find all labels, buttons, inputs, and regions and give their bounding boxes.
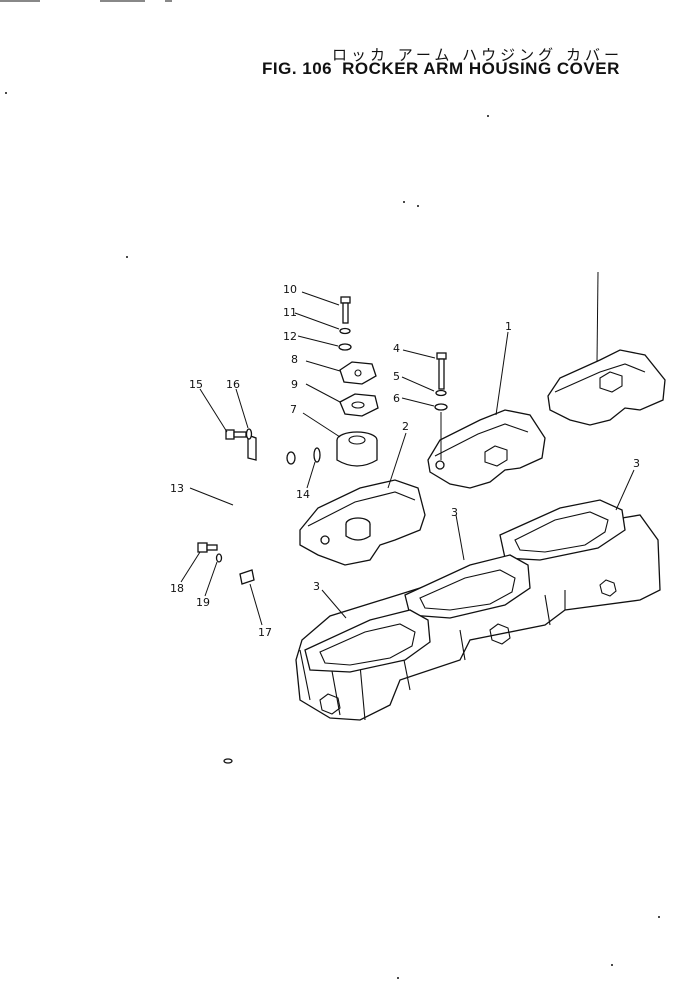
callout-12: 12 <box>283 330 297 343</box>
bolt-4 <box>436 352 447 390</box>
callout-3b: 3 <box>451 506 458 519</box>
washer-11 <box>339 327 351 335</box>
callout-19: 19 <box>196 596 210 609</box>
callout-5: 5 <box>393 370 400 383</box>
clamp-17 <box>239 569 255 585</box>
callout-17: 17 <box>258 626 272 639</box>
tube-bracket <box>247 434 257 461</box>
callout-7: 7 <box>290 403 297 416</box>
callout-16: 16 <box>226 378 240 391</box>
gasket-3-front <box>304 609 431 673</box>
breather-body-7 <box>336 431 378 467</box>
breather-cap-8 <box>339 361 377 385</box>
callout-11: 11 <box>283 306 297 319</box>
washer-16 <box>245 428 253 440</box>
rocker-cover-1-rear <box>547 349 666 426</box>
callout-9: 9 <box>291 378 298 391</box>
breather-tube-13 <box>223 451 296 764</box>
washer-19 <box>215 553 223 563</box>
rocker-cover-1-middle <box>427 409 546 489</box>
callout-13: 13 <box>170 482 184 495</box>
callout-6: 6 <box>393 392 400 405</box>
rocker-cover-2-front <box>299 479 426 566</box>
title-english: FIG. 106 ROCKER ARM HOUSING COVER <box>262 59 630 79</box>
callout-2: 2 <box>402 420 409 433</box>
callout-18: 18 <box>170 582 184 595</box>
callout-numbers: 10 11 12 8 9 7 14 2 1 4 5 6 3 3 3 15 16 … <box>170 283 640 639</box>
bolt-10 <box>340 296 351 324</box>
gasket-3-middle <box>404 554 531 619</box>
bolt-15 <box>225 429 247 440</box>
figure-title: ROCKER ARM HOUSING COVER <box>342 59 620 78</box>
callout-3c: 3 <box>313 580 320 593</box>
callout-8: 8 <box>291 353 298 366</box>
bolt-18 <box>197 542 218 553</box>
cylinder-head-block <box>295 514 661 721</box>
leader-lines <box>180 271 635 626</box>
callout-1a: 1 <box>505 320 512 333</box>
washer-5 <box>435 389 447 397</box>
callout-3a: 3 <box>633 457 640 470</box>
washer-12 <box>338 343 352 351</box>
figure-number: FIG. 106 <box>262 59 333 78</box>
callout-4: 4 <box>393 342 400 355</box>
callout-10: 10 <box>283 283 297 296</box>
breather-gasket-9 <box>339 393 379 417</box>
o-ring-14 <box>313 447 321 463</box>
title-japanese: ロッカ アーム ハウジング カバー <box>332 46 623 64</box>
callout-15: 15 <box>189 378 203 391</box>
scan-specks <box>5 92 660 979</box>
washer-6 <box>434 403 448 411</box>
callout-14: 14 <box>296 488 310 501</box>
